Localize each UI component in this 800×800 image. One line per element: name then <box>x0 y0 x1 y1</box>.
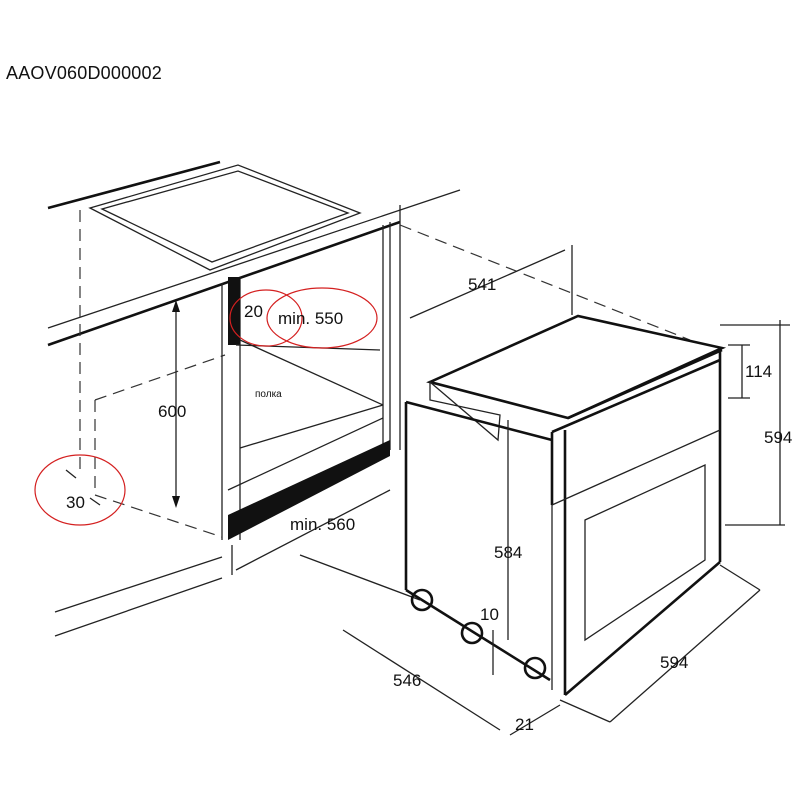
cabinet-dimensions <box>65 245 573 601</box>
depth-min-label: min. 550 <box>278 309 343 328</box>
foot-gap-label: 10 <box>480 605 499 624</box>
body-height-label: 584 <box>494 543 522 562</box>
hob <box>88 164 362 271</box>
side-gap-label: 30 <box>66 493 85 512</box>
worktop <box>47 160 461 347</box>
oven-width-label: 594 <box>660 653 688 672</box>
red-annotations <box>34 287 378 526</box>
width-min-label: min. 560 <box>290 515 355 534</box>
oven-dimensions <box>342 320 790 736</box>
oven-depth-top-label: 541 <box>468 275 496 294</box>
front-thickness-label: 21 <box>515 715 534 734</box>
gap-top-label: 20 <box>244 302 263 321</box>
oven-height-label: 594 <box>764 428 792 447</box>
cabinet-height-label: 600 <box>158 402 186 421</box>
shelf-label: полка <box>255 389 282 400</box>
body-depth-label: 546 <box>393 671 421 690</box>
cabinet <box>54 210 691 637</box>
panel-height-label: 114 <box>745 362 772 381</box>
diagram-code: AAOV060D000002 <box>6 63 162 83</box>
oven <box>404 314 727 696</box>
